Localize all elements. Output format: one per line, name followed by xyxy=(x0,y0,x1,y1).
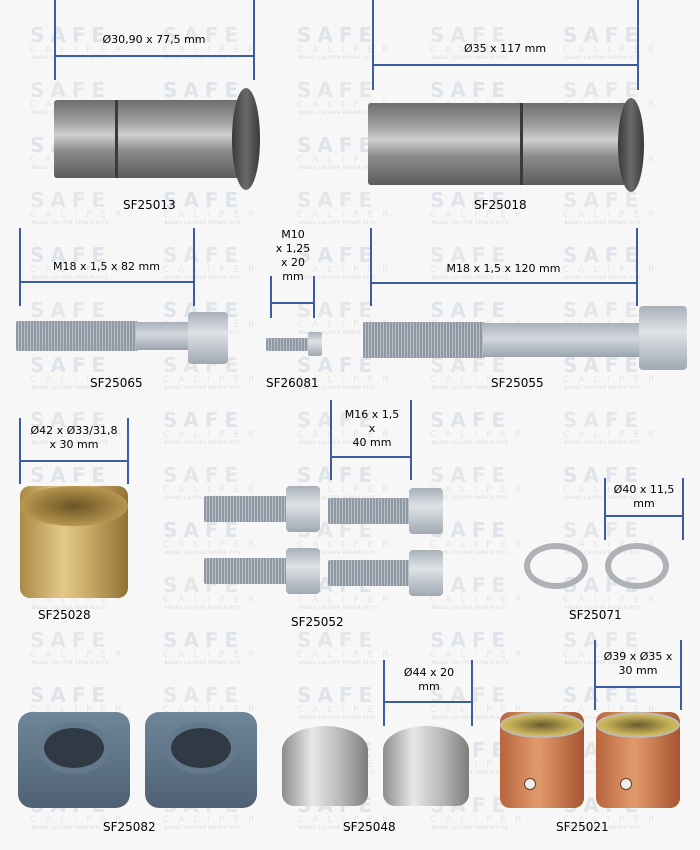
dimension-sf25028: Ø42 x Ø33/31,8 x 30 mm xyxy=(19,418,131,486)
part-code-sf25082: SF25082 xyxy=(103,820,156,834)
metal-ring-sf25071-b xyxy=(605,543,669,589)
dimension-label: Ø35 x 117 mm xyxy=(463,42,547,55)
dimension-label: Ø39 x Ø35 x 30 mm xyxy=(603,650,673,677)
metal-ring-sf25071-a xyxy=(524,543,588,589)
dimension-label: Ø30,90 x 77,5 mm xyxy=(102,33,206,46)
dimension-sf25065: M18 x 1,5 x 82 mm xyxy=(19,228,197,318)
rubber-seal-sf25082-a xyxy=(18,712,130,808)
dimension-label: M16 x 1,5 x 40 mm xyxy=(344,408,400,449)
dimension-sf25052: M16 x 1,5 x 40 mm xyxy=(330,400,414,482)
dimension-sf25048: Ø44 x 20 mm xyxy=(383,660,475,728)
guide-pin-sf25013 xyxy=(54,100,244,178)
dimension-label: Ø40 x 11,5 mm xyxy=(613,483,675,510)
dimension-sf26081: M10 x 1,25 x 20 mm xyxy=(268,228,318,320)
part-code-sf25021: SF25021 xyxy=(556,820,609,834)
part-code-sf25052: SF25052 xyxy=(291,615,344,629)
part-code-sf25065: SF25065 xyxy=(90,376,143,390)
guide-pin-sf25018 xyxy=(368,103,630,185)
steel-cap-sf25048-b xyxy=(383,726,469,806)
dimension-label: M18 x 1,5 x 120 mm xyxy=(446,262,561,275)
part-code-sf25071: SF25071 xyxy=(569,608,622,622)
part-code-sf25048: SF25048 xyxy=(343,820,396,834)
dimension-sf25018: Ø35 x 117 mm xyxy=(372,0,640,90)
part-code-sf25013: SF25013 xyxy=(123,198,176,212)
du-bushing-sf25021-b xyxy=(596,712,680,808)
part-code-sf25018: SF25018 xyxy=(474,198,527,212)
rubber-seal-sf25082-b xyxy=(145,712,257,808)
du-bushing-sf25021-a xyxy=(500,712,584,808)
bolt-set-sf25052 xyxy=(204,486,444,598)
hex-bolt-sf26081 xyxy=(266,332,324,356)
part-code-sf26081: SF26081 xyxy=(266,376,319,390)
bronze-bushing-sf25028 xyxy=(20,486,128,598)
bolt-sf25065 xyxy=(16,312,231,364)
part-code-sf25028: SF25028 xyxy=(38,608,91,622)
bolt-sf25055 xyxy=(363,306,688,370)
steel-cap-sf25048-a xyxy=(282,726,368,806)
dimension-label: M18 x 1,5 x 82 mm xyxy=(53,260,160,273)
pin-flange-icon xyxy=(618,98,644,192)
dimension-sf25021: Ø39 x Ø35 x 30 mm xyxy=(594,640,684,712)
dimension-sf25013: Ø30,90 x 77,5 mm xyxy=(54,0,256,80)
dimension-sf25071: Ø40 x 11,5 mm xyxy=(604,478,688,542)
dimension-sf25055: M18 x 1,5 x 120 mm xyxy=(370,228,640,318)
part-code-sf25055: SF25055 xyxy=(491,376,544,390)
dimension-label: M10 x 1,25 x 20 mm xyxy=(275,228,311,283)
dimension-label: Ø42 x Ø33/31,8 x 30 mm xyxy=(30,424,118,451)
dimension-label: Ø44 x 20 mm xyxy=(403,666,455,693)
pin-flange-icon xyxy=(232,88,260,190)
